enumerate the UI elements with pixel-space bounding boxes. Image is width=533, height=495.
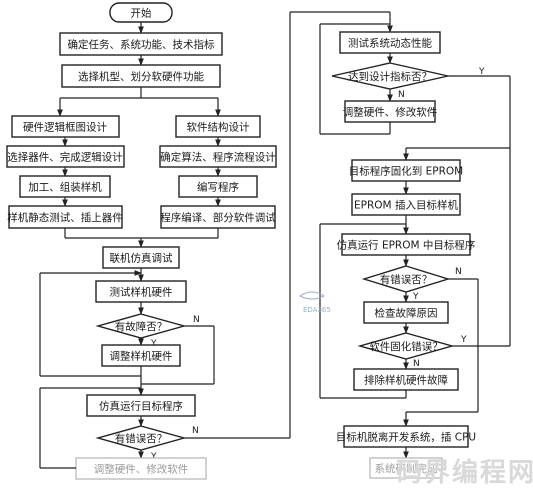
svg-text:联机仿真调试: 联机仿真调试 [110, 252, 173, 265]
partial-bottom-box: 系统研制完成 [369, 457, 443, 479]
svg-text:Y: Y [460, 335, 467, 345]
svg-text:调整样机硬件: 调整样机硬件 [110, 350, 173, 363]
check-cause-box: 检查故障原因 [363, 301, 449, 324]
adjust-both-2-box: 调整硬件、修改软件 [343, 100, 438, 123]
sw-structure-design-box: 软件结构设计 [175, 115, 261, 138]
svg-text:调整硬件、修改软件: 调整硬件、修改软件 [343, 106, 438, 119]
hw-logic-design-box: 硬件逻辑框图设计 [11, 115, 120, 138]
svg-text:确定算法、程序流程设计: 确定算法、程序流程设计 [160, 151, 276, 164]
test-hw-box: 测试样机硬件 [95, 280, 187, 303]
joint-sim-box: 联机仿真调试 [102, 246, 180, 269]
error-decision-1: 有错误否？ [95, 425, 187, 451]
assemble-box: 加工、组装样机 [19, 175, 111, 198]
svg-text:N: N [413, 359, 420, 369]
adjust-both-box: 调整硬件、修改软件 [75, 457, 207, 480]
define-task-box: 确定任务、系统功能、技术指标 [59, 32, 223, 56]
svg-text:软件结构设计: 软件结构设计 [187, 121, 250, 134]
algo-design-box: 确定算法、程序流程设计 [159, 145, 277, 168]
svg-text:仿真运行 EPROM 中目标程序: 仿真运行 EPROM 中目标程序 [337, 239, 476, 252]
site-watermark: 码界编程网 [396, 457, 533, 488]
svg-text:N: N [193, 315, 200, 325]
test-dynamic-box: 测试系统动态性能 [339, 31, 441, 54]
svg-text:硬件逻辑框图设计: 硬件逻辑框图设计 [23, 121, 107, 134]
detach-box: 目标机脱离开发系统，插 CPU [336, 425, 476, 448]
run-target-box: 仿真运行目标程序 [86, 394, 196, 417]
svg-text:达到设计指标否？: 达到设计指标否？ [348, 70, 432, 83]
svg-text:Y: Y [412, 292, 419, 302]
svg-text:开始: 开始 [131, 7, 152, 20]
svg-text:Y: Y [478, 67, 485, 77]
select-model-box: 选择机型、划分软硬件功能 [61, 64, 221, 88]
svg-text:编写程序: 编写程序 [197, 181, 239, 194]
svg-text:N: N [455, 267, 462, 277]
svg-text:目标机脱离开发系统，插 CPU: 目标机脱离开发系统，插 CPU [336, 431, 476, 444]
error-decision-2: 有错误否？ [361, 265, 451, 293]
svg-text:Y: Y [150, 452, 157, 462]
burn-eprom-box: 目标程序固化到 EPROM [349, 159, 463, 182]
svg-text:目标程序固化到 EPROM: 目标程序固化到 EPROM [349, 165, 463, 178]
svg-text:N: N [398, 90, 405, 100]
svg-text:加工、组装样机: 加工、组装样机 [28, 181, 102, 194]
compile-debug-box: 程序编译、部分软件调试 [160, 205, 276, 229]
svg-text:选择器件、完成逻辑设计: 选择器件、完成逻辑设计 [7, 151, 123, 164]
reach-decision: 达到设计指标否？ [331, 62, 449, 90]
static-test-box: 样机静态测试、插上器件 [7, 205, 123, 229]
write-program-box: 编写程序 [178, 175, 258, 198]
svg-text:Y: Y [150, 339, 157, 349]
fix-hw-fault-box: 排除样机硬件故障 [353, 368, 459, 391]
svg-text:N: N [192, 426, 199, 436]
insert-eprom-box: EPROM 插入目标样机 [351, 193, 461, 216]
svg-text:测试样机硬件: 测试样机硬件 [110, 286, 173, 299]
svg-text:有故障否？: 有故障否？ [115, 320, 168, 333]
svg-text:软件固化错误？: 软件固化错误？ [369, 340, 443, 353]
svg-text:仿真运行目标程序: 仿真运行目标程序 [99, 400, 183, 413]
svg-text:EPROM 插入目标样机: EPROM 插入目标样机 [354, 199, 458, 212]
svg-text:样机静态测试、插上器件: 样机静态测试、插上器件 [7, 211, 123, 224]
svg-text:有错误否？: 有错误否？ [115, 432, 168, 445]
svg-text:程序编译、部分软件调试: 程序编译、部分软件调试 [160, 211, 276, 224]
svg-text:EDA365: EDA365 [303, 306, 331, 314]
svg-text:系统研制完成: 系统研制完成 [375, 462, 438, 475]
burn-error-decision: 软件固化错误？ [357, 332, 455, 360]
svg-text:调整硬件、修改软件: 调整硬件、修改软件 [94, 463, 189, 476]
svg-text:有错误否？: 有错误否？ [380, 273, 433, 286]
svg-text:测试系统动态性能: 测试系统动态性能 [348, 37, 432, 50]
select-parts-box: 选择器件、完成逻辑设计 [6, 145, 125, 168]
run-eprom-box: 仿真运行 EPROM 中目标程序 [337, 233, 476, 256]
start-node: 开始 [109, 2, 173, 23]
adjust-hw-box: 调整样机硬件 [101, 344, 181, 367]
svg-text:确定任务、系统功能、技术指标: 确定任务、系统功能、技术指标 [68, 38, 215, 51]
svg-text:选择机型、划分软硬件功能: 选择机型、划分软硬件功能 [78, 70, 204, 83]
fault-decision: 有故障否？ [95, 313, 187, 339]
svg-text:排除样机硬件故障: 排除样机硬件故障 [364, 374, 448, 387]
svg-text:检查故障原因: 检查故障原因 [375, 307, 438, 320]
eda365-watermark-logo: EDA365 [299, 291, 331, 314]
